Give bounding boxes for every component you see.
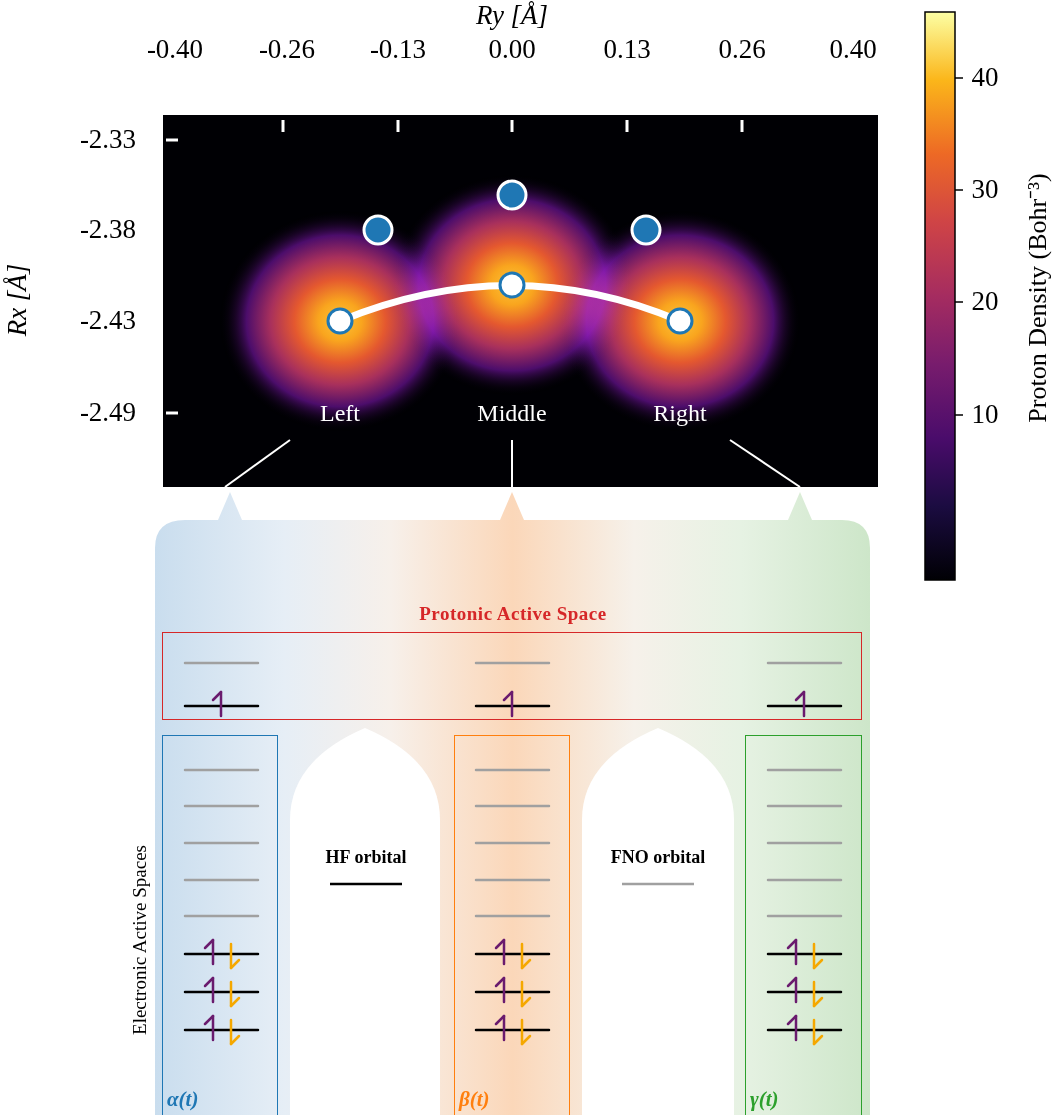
tick-label: -2.38 bbox=[80, 215, 136, 245]
space-label: γ(t) bbox=[750, 1088, 779, 1111]
site-label: Right bbox=[653, 400, 706, 426]
space-label: β(t) bbox=[459, 1088, 490, 1111]
group-label: Electronic Active Spaces bbox=[130, 845, 151, 1035]
tick-label: -0.13 bbox=[370, 35, 426, 65]
colorbar-tick: 20 bbox=[972, 287, 999, 317]
tick-label: -2.33 bbox=[80, 125, 136, 155]
site-label: Middle bbox=[477, 400, 546, 426]
electronic-space-box: α(t) bbox=[162, 735, 278, 1115]
axis-title: Ry [Å] bbox=[476, 1, 548, 31]
legend-text: HF orbital bbox=[326, 848, 407, 868]
tick-label: 0.13 bbox=[603, 35, 650, 65]
tick-label: 0.00 bbox=[488, 35, 535, 65]
tick-label: 0.40 bbox=[829, 35, 876, 65]
box-title: Protonic Active Space bbox=[419, 604, 606, 625]
tick-label: -2.49 bbox=[80, 398, 136, 428]
colorbar-tick: 30 bbox=[972, 175, 999, 205]
electronic-space-box: β(t) bbox=[454, 735, 570, 1115]
colorbar-tick: 10 bbox=[972, 400, 999, 430]
tick-label: -2.43 bbox=[80, 306, 136, 336]
electronic-space-box: γ(t) bbox=[745, 735, 862, 1115]
space-label: α(t) bbox=[167, 1088, 198, 1111]
tick-label: 0.26 bbox=[718, 35, 765, 65]
tick-label: -0.40 bbox=[147, 35, 203, 65]
site-label: Left bbox=[320, 400, 360, 426]
colorbar-tick: 40 bbox=[972, 63, 999, 93]
axis-title: Rx [Å] bbox=[3, 264, 33, 337]
colorbar-title: Proton Density (Bohr⁻³) bbox=[1024, 173, 1053, 422]
tick-label: -0.26 bbox=[259, 35, 315, 65]
protonic-space-box: Protonic Active Space bbox=[162, 632, 862, 720]
legend-text: FNO orbital bbox=[611, 848, 706, 868]
